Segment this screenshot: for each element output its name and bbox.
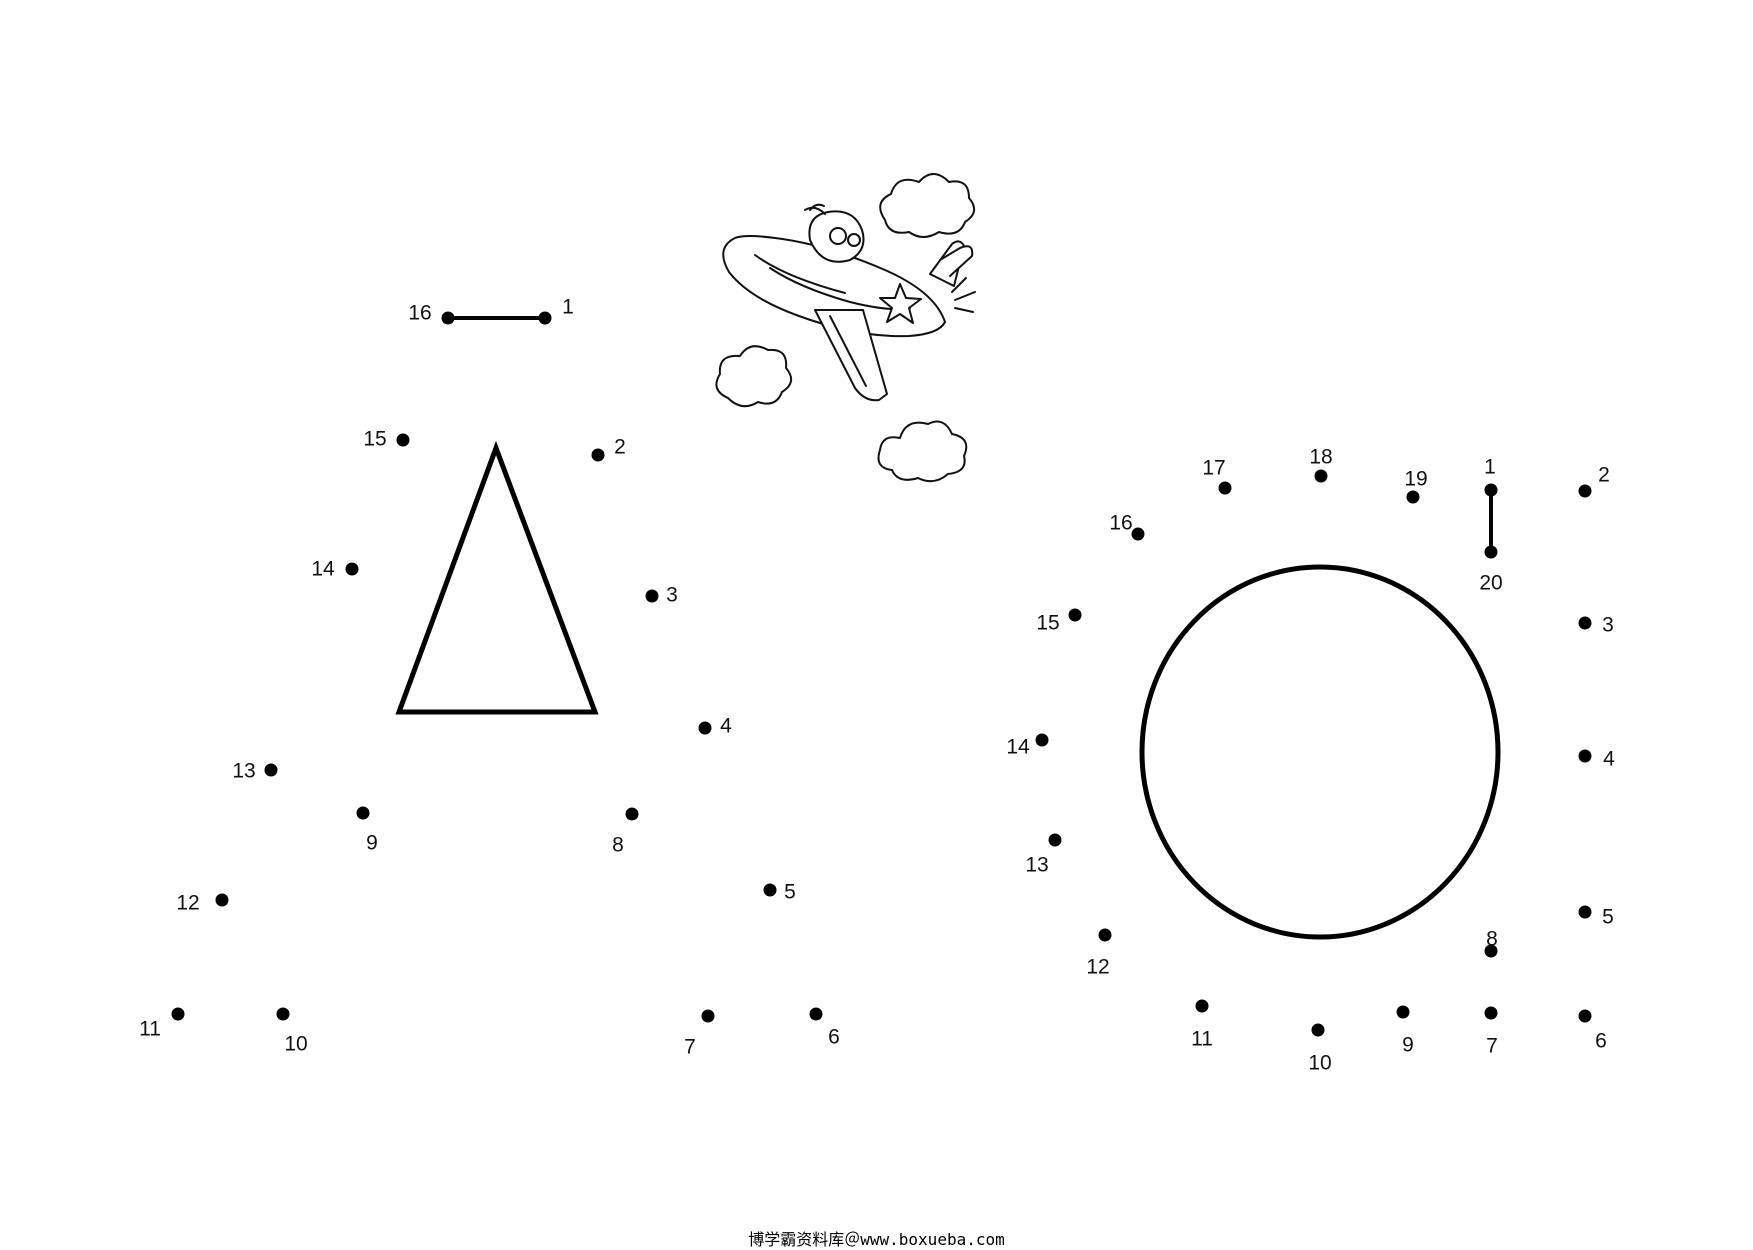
left-dot-13 — [264, 763, 278, 777]
right-number-label: 10 — [1308, 1052, 1331, 1075]
right-dot-2 — [1578, 484, 1592, 498]
right-number-label: 6 — [1595, 1030, 1607, 1053]
left-number-label: 1 — [562, 296, 574, 319]
right-dot-5 — [1578, 905, 1592, 919]
left-number-label: 11 — [139, 1018, 161, 1041]
right-dot-18 — [1314, 469, 1328, 483]
left-dot-15 — [396, 433, 410, 447]
right-number-label: 3 — [1602, 614, 1614, 637]
right-dot-16 — [1131, 527, 1145, 541]
right-dot-19 — [1406, 490, 1420, 504]
left-dot-11 — [171, 1007, 185, 1021]
left-dot-10 — [276, 1007, 290, 1021]
left-dot-3 — [645, 589, 659, 603]
left-dot-16 — [441, 311, 455, 325]
right-number-label: 14 — [1006, 736, 1030, 759]
right-dot-10 — [1311, 1023, 1325, 1037]
right-dot-12 — [1098, 928, 1112, 942]
right-number-label: 19 — [1404, 468, 1427, 491]
left-dot-9 — [356, 806, 370, 820]
left-number-label: 7 — [684, 1036, 696, 1059]
right-number-label: 9 — [1402, 1034, 1414, 1057]
left-dot-12 — [215, 893, 229, 907]
left-number-label: 5 — [784, 881, 796, 904]
circle-shape — [1139, 564, 1501, 940]
right-number-label: 16 — [1109, 512, 1132, 535]
right-number-label: 20 — [1479, 572, 1502, 595]
left-dot-5 — [763, 883, 777, 897]
airplane-with-clouds-icon — [715, 173, 976, 483]
left-dot-6 — [809, 1007, 823, 1021]
right-dot-7 — [1484, 1006, 1498, 1020]
left-number-label: 14 — [311, 558, 335, 581]
left-dot-14 — [345, 562, 359, 576]
left-number-label: 15 — [363, 428, 386, 451]
left-number-label: 8 — [612, 834, 624, 857]
right-dot-8 — [1484, 944, 1498, 958]
left-number-label: 12 — [176, 892, 199, 915]
right-dot-6 — [1578, 1009, 1592, 1023]
left-number-label: 6 — [828, 1026, 840, 1049]
right-dot-17 — [1218, 481, 1232, 495]
right-dot-15 — [1068, 608, 1082, 622]
right-number-label: 17 — [1202, 457, 1225, 480]
right-number-label: 15 — [1036, 612, 1059, 635]
left-dot-4 — [698, 721, 712, 735]
triangle-shape — [395, 440, 599, 715]
right-dot-3 — [1578, 616, 1592, 630]
left-number-label: 3 — [666, 584, 678, 607]
left-dot-7 — [701, 1009, 715, 1023]
right-dot-20 — [1484, 545, 1498, 559]
left-number-label: 4 — [720, 715, 732, 738]
right-number-label: 11 — [1191, 1028, 1213, 1051]
left-dot-2 — [591, 448, 605, 462]
left-number-label: 9 — [366, 832, 378, 855]
right-dot-9 — [1396, 1005, 1410, 1019]
right-number-label: 5 — [1602, 906, 1614, 929]
right-dot-4 — [1578, 749, 1592, 763]
right-dot-13 — [1048, 833, 1062, 847]
footer-watermark: 博学霸资料库＠www.boxueba.com — [748, 1230, 1005, 1249]
right-number-label: 18 — [1309, 446, 1332, 469]
right-number-label: 12 — [1086, 956, 1109, 979]
right-number-label: 4 — [1603, 748, 1615, 771]
right-dot-11 — [1195, 999, 1209, 1013]
left-number-label: 10 — [284, 1033, 307, 1056]
right-dot-1 — [1484, 483, 1498, 497]
left-number-label: 16 — [408, 302, 431, 325]
right-number-label: 7 — [1486, 1035, 1498, 1058]
left-number-label: 13 — [232, 760, 255, 783]
right-number-label: 8 — [1486, 928, 1498, 951]
left-dot-1 — [538, 311, 552, 325]
right-number-label: 1 — [1484, 456, 1496, 479]
right-number-label: 2 — [1598, 464, 1610, 487]
right-number-label: 13 — [1025, 854, 1048, 877]
left-number-label: 2 — [614, 436, 626, 459]
left-dot-8 — [625, 807, 639, 821]
right-dot-14 — [1035, 733, 1049, 747]
